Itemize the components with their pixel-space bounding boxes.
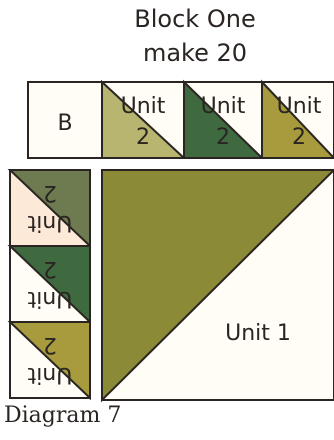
side-unit-2-b-triangle	[7, 245, 91, 325]
top-unit-2-b-label-top: Unit	[201, 94, 246, 119]
side-unit-2-a-label-top: Unit	[27, 210, 72, 235]
side-unit-2-c-label-top: Unit	[27, 362, 72, 387]
b-square	[27, 81, 103, 159]
side-unit-2-b-label-bottom: 2	[43, 256, 57, 281]
side-unit-2-b-label-top: Unit	[27, 286, 72, 311]
top-unit-2-c-label-bottom: 2	[292, 125, 306, 150]
top-unit-2-c-label-top: Unit	[277, 94, 322, 119]
top-unit-2-b-label-bottom: 2	[216, 125, 230, 150]
top-unit-2-c: Unit 2	[261, 79, 334, 159]
block-subtitle: make 20	[142, 39, 248, 67]
top-unit-2-a-label-top: Unit	[121, 94, 166, 119]
main-unit-1-label: Unit 1	[225, 321, 291, 346]
main-unit-1-block: Unit 1	[101, 169, 334, 403]
side-unit-2-c: Unit 2	[7, 321, 91, 401]
side-column: Unit 2 Unit 2 Unit 2	[7, 169, 91, 401]
top-row: B Unit 2 Unit 2 Unit 2	[27, 79, 334, 159]
top-unit-2-a: Unit 2	[101, 79, 187, 159]
side-unit-2-a: Unit 2	[7, 169, 91, 249]
side-unit-2-b: Unit 2	[7, 245, 91, 325]
top-unit-2-a-label-bottom: 2	[136, 125, 150, 150]
side-unit-2-c-triangle	[7, 321, 91, 401]
block-title: Block One	[134, 5, 256, 33]
side-unit-2-a-triangle	[7, 169, 91, 249]
top-unit-2-a-triangle	[101, 79, 187, 159]
diagram-caption: Diagram 7	[4, 403, 122, 428]
top-unit-2-c-triangle	[261, 79, 334, 159]
b-label: B	[57, 111, 72, 136]
top-unit-2-b-triangle	[183, 79, 265, 159]
main-unit-1-triangle	[101, 169, 334, 403]
side-unit-2-c-label-bottom: 2	[43, 332, 57, 357]
side-unit-2-a-label-bottom: 2	[43, 180, 57, 205]
top-unit-2-b: Unit 2	[183, 79, 265, 159]
